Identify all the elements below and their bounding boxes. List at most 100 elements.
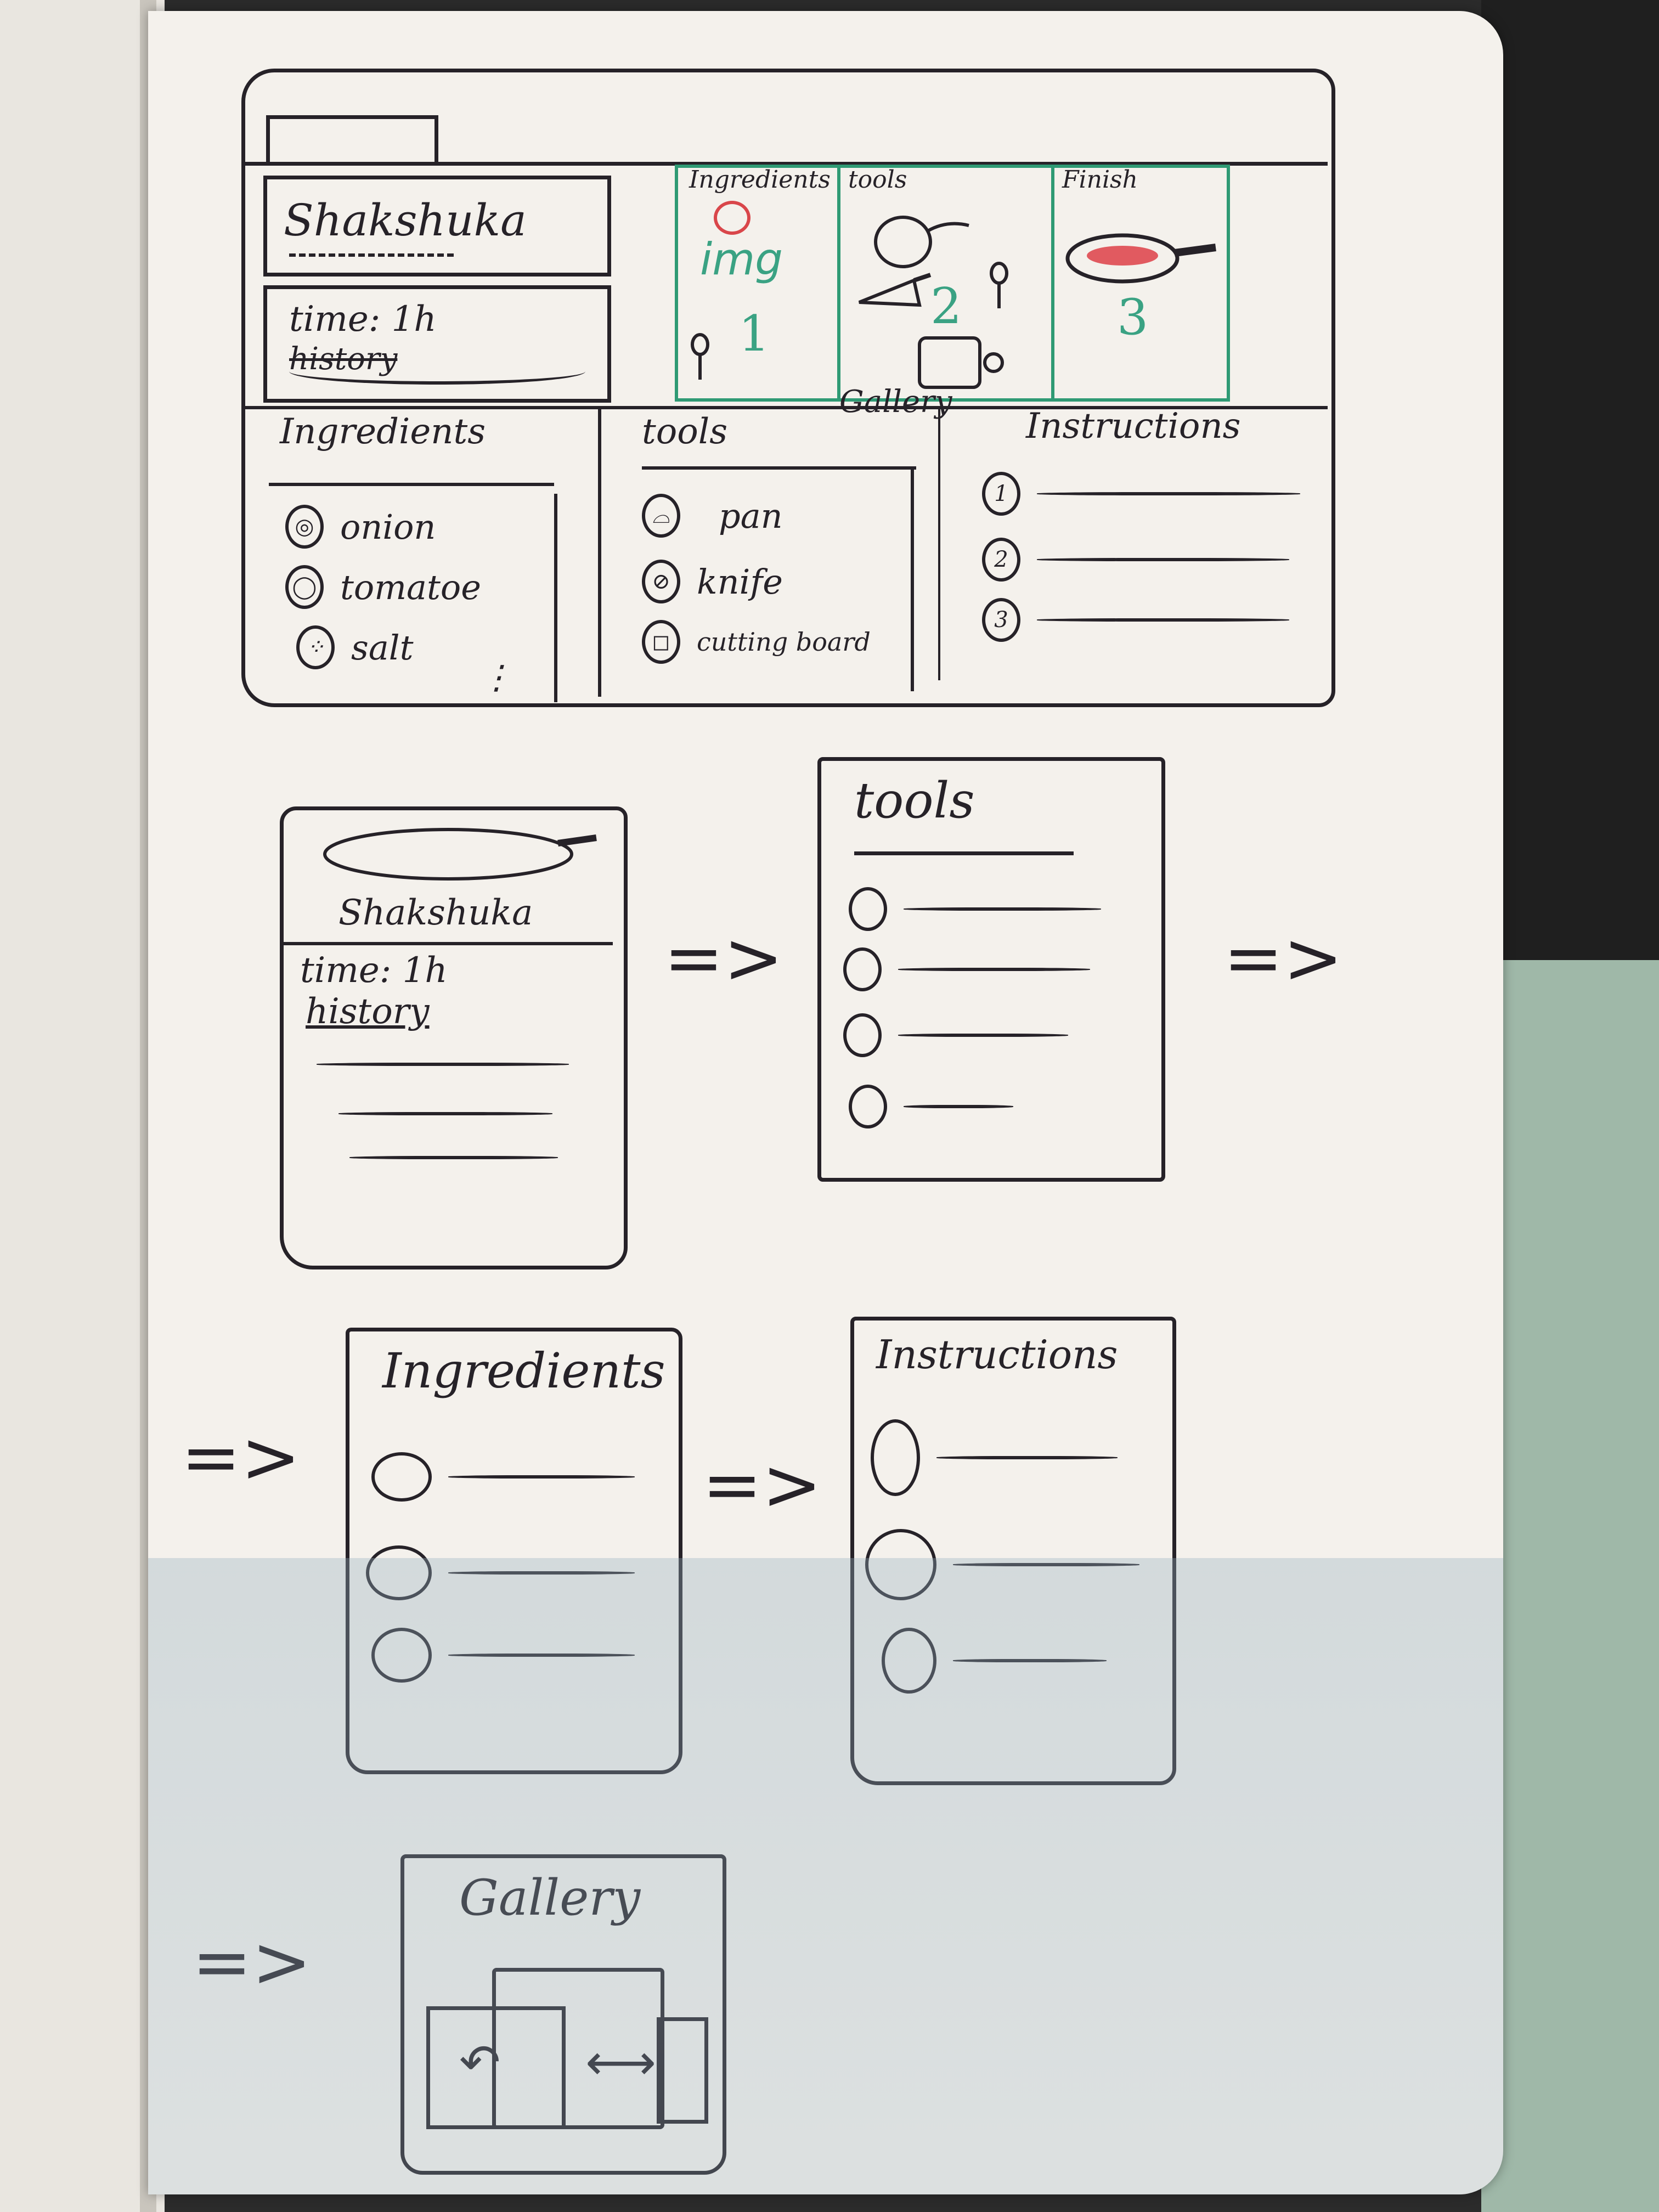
tool-icon-placeholder <box>849 1085 887 1128</box>
ingredients-scrollbar[interactable] <box>554 494 557 702</box>
step-icon-placeholder <box>871 1419 920 1496</box>
section-divider <box>241 406 1328 409</box>
step-icon-placeholder <box>882 1628 936 1694</box>
tomato-icon <box>714 201 751 235</box>
cutting-board-icon: ◻ <box>642 620 680 664</box>
ingredient-icon-placeholder <box>371 1628 432 1683</box>
recipe-time: time: 1h <box>300 950 448 991</box>
ingredient-icon-placeholder <box>366 1545 432 1600</box>
slide-number: 2 <box>930 278 962 335</box>
slide-label: tools <box>848 166 907 194</box>
image-placeholder: img <box>700 234 783 285</box>
step-text-placeholder <box>1037 558 1289 561</box>
tomato-icon: ◯ <box>285 565 324 609</box>
spoon-icon <box>691 333 709 380</box>
step-number-badge: 3 <box>982 598 1020 642</box>
tool-icon-placeholder <box>843 947 882 991</box>
instruction-list-item[interactable] <box>882 1628 1107 1694</box>
cutting-board-icon <box>918 336 1004 389</box>
cloth-background <box>1481 960 1659 2212</box>
slide-label: Ingredients <box>689 166 831 194</box>
gallery-slide-ingredients[interactable]: Ingredients img 1 <box>678 166 840 398</box>
pan-icon: ⌓ <box>642 494 680 538</box>
flow-arrow: => <box>664 916 783 1000</box>
tool-item[interactable]: ⊘ knife <box>642 560 783 603</box>
gallery-slide-finish[interactable]: Finish 3 <box>1051 166 1223 398</box>
browser-tab[interactable] <box>266 115 438 166</box>
gallery-next-image[interactable] <box>657 2017 708 2124</box>
mobile-screen-overview: Shakshuka time: 1h history <box>280 806 628 1269</box>
gallery-carousel[interactable]: Ingredients img 1 tools 2 Finish 3 <box>675 165 1230 402</box>
tool-list-item[interactable] <box>843 1013 1068 1057</box>
flow-arrow: => <box>702 1443 822 1526</box>
ingredient-list-item[interactable] <box>371 1452 635 1502</box>
spoon-icon <box>990 262 1008 308</box>
recipe-title: Shakshuka <box>338 893 533 933</box>
tool-list-item[interactable] <box>843 947 1090 991</box>
instructions-heading: Instructions <box>876 1331 1118 1378</box>
desktop-wireframe-frame <box>241 69 1335 707</box>
instruction-step[interactable]: 2 <box>982 538 1289 582</box>
tools-heading: tools <box>642 411 728 452</box>
recipe-title: Shakshuka <box>284 195 527 246</box>
pan-icon <box>874 216 969 268</box>
finished-dish-pan-icon <box>1065 233 1216 284</box>
title-divider <box>284 942 613 945</box>
ingredient-list-item[interactable] <box>371 1628 635 1683</box>
tools-heading: tools <box>854 772 975 830</box>
ingredient-item[interactable]: ◯ tomatoe <box>285 565 481 609</box>
tool-list-item[interactable] <box>849 887 1101 931</box>
tool-list-item[interactable] <box>849 1085 1013 1128</box>
desk-background <box>1481 0 1659 960</box>
shakshuka-pan-image <box>323 828 597 881</box>
onion-icon: ◎ <box>285 505 324 549</box>
flow-arrow: => <box>181 1415 301 1499</box>
browser-top-bar <box>241 162 1328 166</box>
flow-arrow: => <box>1223 916 1343 1000</box>
text-placeholder <box>953 1659 1107 1662</box>
swipe-left-arrow-icon[interactable]: ↶ <box>459 2034 501 2091</box>
column-divider <box>938 406 940 680</box>
left-notebook-page <box>0 0 165 2212</box>
text-placeholder <box>898 968 1090 971</box>
instruction-list-item[interactable] <box>871 1419 1118 1496</box>
swipe-right-arrow-icon[interactable]: ⟷ <box>585 2034 657 2091</box>
text-placeholder <box>904 1105 1013 1108</box>
ingredient-icon-placeholder <box>371 1452 432 1502</box>
text-placeholder <box>936 1456 1118 1459</box>
slide-label: Finish <box>1062 166 1138 194</box>
mobile-screen-instructions: Instructions <box>850 1317 1176 1785</box>
instructions-heading: Instructions <box>1026 406 1241 447</box>
ingredients-heading: Ingredients <box>382 1342 665 1399</box>
salt-icon: ⁘ <box>296 625 335 669</box>
mobile-screen-gallery: Gallery ↶ ⟷ <box>400 1854 726 2175</box>
mobile-screen-ingredients: Ingredients <box>346 1328 682 1774</box>
knife-icon <box>858 273 932 307</box>
text-placeholder <box>904 907 1101 911</box>
tool-item[interactable]: ⌓ pan <box>642 494 783 538</box>
instruction-step[interactable]: 3 <box>982 598 1289 642</box>
text-placeholder <box>898 1034 1068 1037</box>
subtitle-placeholder <box>289 253 454 257</box>
tool-icon-placeholder <box>849 887 887 931</box>
instruction-list-item[interactable] <box>865 1529 1139 1600</box>
tools-scrollbar[interactable] <box>911 466 914 691</box>
ingredient-list-item[interactable] <box>366 1545 635 1600</box>
step-icon-placeholder <box>865 1529 936 1600</box>
knife-icon: ⊘ <box>642 560 680 603</box>
text-placeholder <box>953 1563 1139 1566</box>
ingredients-heading: Ingredients <box>280 411 486 452</box>
recipe-time: time: 1h <box>289 299 437 340</box>
tools-underline <box>642 466 916 470</box>
gallery-prev-image[interactable] <box>426 2006 566 2129</box>
ingredient-item[interactable]: ◎ onion <box>285 505 436 549</box>
instruction-step[interactable]: 1 <box>982 472 1300 516</box>
gallery-heading: Gallery <box>839 384 952 420</box>
tool-item[interactable]: ◻ cutting board <box>642 620 871 664</box>
gallery-slide-tools[interactable]: tools 2 <box>837 166 1054 398</box>
ingredient-item[interactable]: ⁘ salt <box>296 625 414 669</box>
step-text-placeholder <box>1037 618 1289 622</box>
recipe-title-card: Shakshuka <box>263 176 611 276</box>
slide-number: 1 <box>738 305 770 363</box>
recipe-history: history <box>306 991 430 1032</box>
